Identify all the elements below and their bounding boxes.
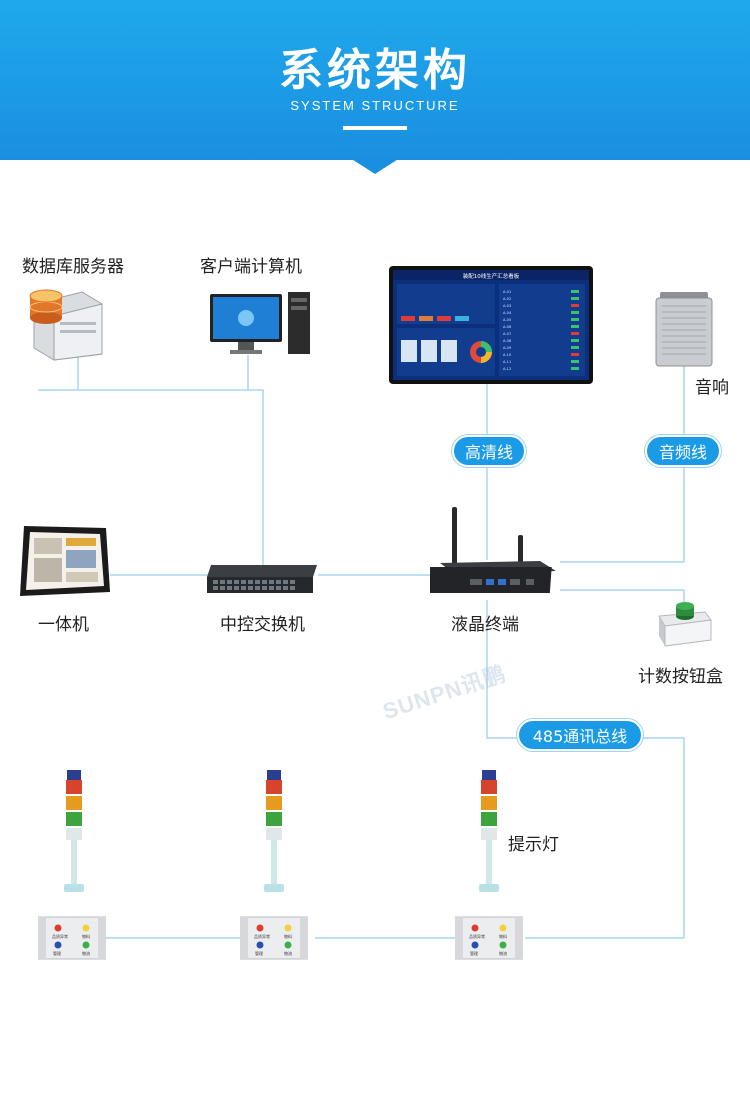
stack-light-3 <box>479 770 499 892</box>
stack-light-2 <box>264 770 284 892</box>
hdmi-cable-label: 高清线 <box>452 435 526 467</box>
speaker-icon <box>655 292 713 367</box>
station-1: A-02 <box>503 297 511 301</box>
client-computer-icon <box>210 292 310 354</box>
indicator-light-label: 提示灯 <box>508 835 559 855</box>
audio-cable-label: 音频线 <box>645 435 721 467</box>
header-notch <box>350 158 400 174</box>
station-6: A-07 <box>503 332 511 336</box>
rs485-bus-label: 485通讯总线 <box>517 719 643 751</box>
station-7: A-08 <box>503 339 512 343</box>
page-title: 系统架构 <box>279 45 471 96</box>
database-server-icon <box>29 289 103 361</box>
button-label-3: 物流 <box>499 950 507 956</box>
button-label-1: 物料 <box>499 933 507 939</box>
title-underline <box>343 126 407 130</box>
station-0: A-01 <box>503 290 511 294</box>
station-2: A-03 <box>503 304 511 308</box>
all-in-one-icon <box>20 526 110 596</box>
all-in-one-label: 一体机 <box>38 615 89 635</box>
station-8: A-09 <box>503 346 512 350</box>
button-label-0: 品质异常 <box>52 933 68 939</box>
lcd-terminal-icon <box>430 507 556 593</box>
database-server-label: 数据库服务器 <box>22 257 124 277</box>
counter-button-box-label: 计数按钮盒 <box>638 667 723 687</box>
speaker-label: 音响 <box>695 378 729 398</box>
display-screen: 装配10线生产汇总看板 A-01 A-02 A-03 A-04 A-05 A-0… <box>389 266 593 384</box>
button-label-0: 品质异常 <box>469 933 485 939</box>
button-label-2: 管理 <box>255 950 263 956</box>
station-9: A-10 <box>503 353 512 357</box>
button-label-1: 物料 <box>284 933 292 939</box>
button-label-3: 物流 <box>284 950 292 956</box>
page-subtitle: SYSTEM STRUCTURE <box>290 98 460 113</box>
button-label-3: 物流 <box>82 950 90 956</box>
button-label-2: 管理 <box>53 950 61 956</box>
station-11: A-12 <box>503 367 511 371</box>
station-4: A-05 <box>503 318 511 322</box>
button-label-1: 物料 <box>82 933 90 939</box>
client-computer-label: 客户端计算机 <box>200 257 302 277</box>
button-label-0: 品质异常 <box>254 933 270 939</box>
button-box-2: 品质异常 物料 管理 物流 <box>240 916 308 960</box>
lcd-terminal-label: 液晶终端 <box>451 615 519 635</box>
display-title: 装配10线生产汇总看板 <box>463 272 520 280</box>
button-box-3: 品质异常 物料 管理 物流 <box>455 916 523 960</box>
header-banner <box>0 0 750 160</box>
station-3: A-04 <box>503 311 512 315</box>
button-box-1: 品质异常 物料 管理 物流 <box>38 916 106 960</box>
switch-icon <box>207 565 317 593</box>
counter-button-box-icon <box>658 602 712 647</box>
station-5: A-06 <box>503 325 512 329</box>
station-10: A-11 <box>503 360 511 364</box>
button-label-2: 管理 <box>470 950 478 956</box>
stack-light-1 <box>64 770 84 892</box>
switch-label: 中控交换机 <box>220 615 305 635</box>
